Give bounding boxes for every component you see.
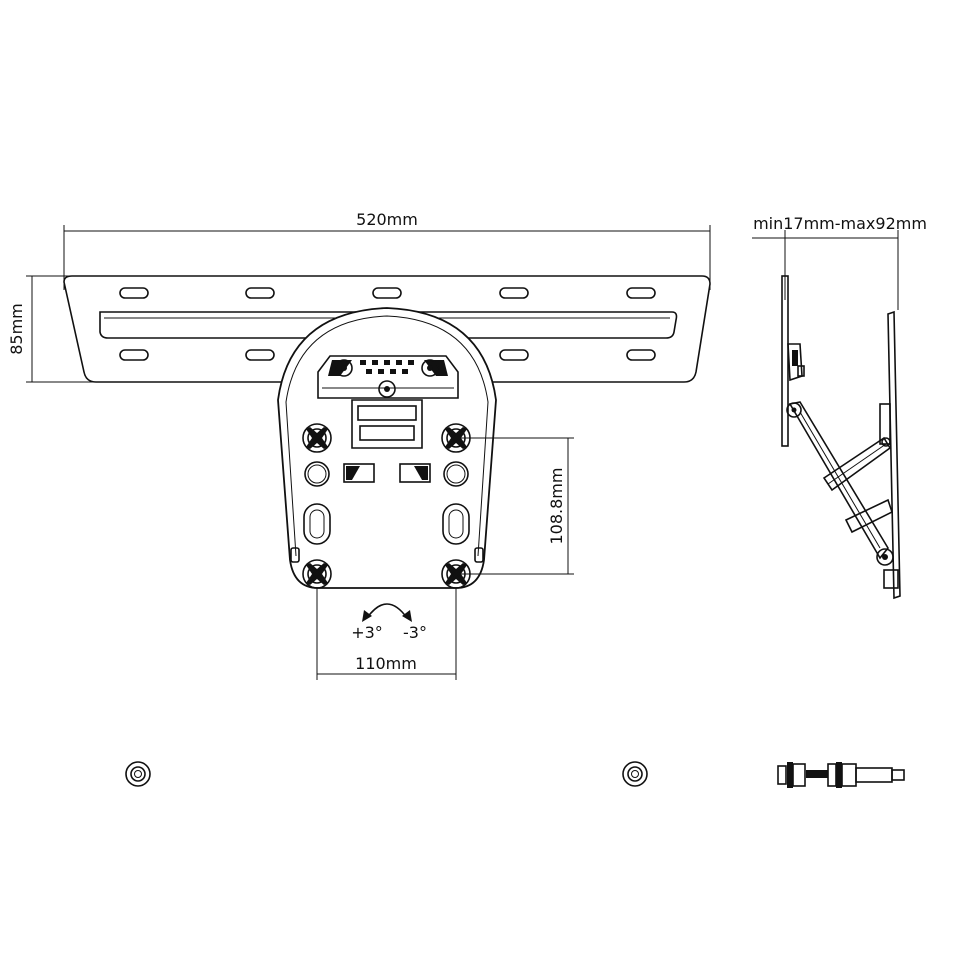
- center-clips: [343, 463, 431, 483]
- vesa-hole-bottom-left: [302, 559, 332, 589]
- side-view-mount: [781, 275, 901, 600]
- depth-dimension: min17mm-max92mm: [752, 214, 927, 310]
- vesa-hole-top-left: [302, 423, 332, 453]
- washer-left: [125, 761, 151, 787]
- washer-right: [622, 761, 648, 787]
- round-hole-left: [304, 461, 330, 487]
- vertical-spacing-dimension: 108.8mm: [456, 437, 574, 575]
- depth-label: min17mm-max92mm: [753, 214, 927, 233]
- horizontal-spacing-dimension: 110mm: [316, 588, 457, 680]
- rail-slots: [119, 287, 656, 361]
- bolt-assembly: [777, 762, 905, 788]
- horizontal-spacing-label: 110mm: [355, 654, 417, 673]
- vertical-spacing-label: 108.8mm: [547, 468, 566, 545]
- tilt-minus-label: -3°: [403, 623, 427, 642]
- oval-slots: [303, 503, 470, 545]
- latch-assembly: [317, 355, 459, 449]
- tilt-indicator: +3° -3°: [351, 603, 427, 642]
- round-hole-right: [443, 461, 469, 487]
- height-label: 85mm: [7, 303, 26, 355]
- width-label: 520mm: [356, 210, 418, 229]
- height-dimension: 85mm: [7, 275, 120, 383]
- tilt-plus-label: +3°: [351, 623, 383, 642]
- width-dimension: 520mm: [63, 210, 711, 290]
